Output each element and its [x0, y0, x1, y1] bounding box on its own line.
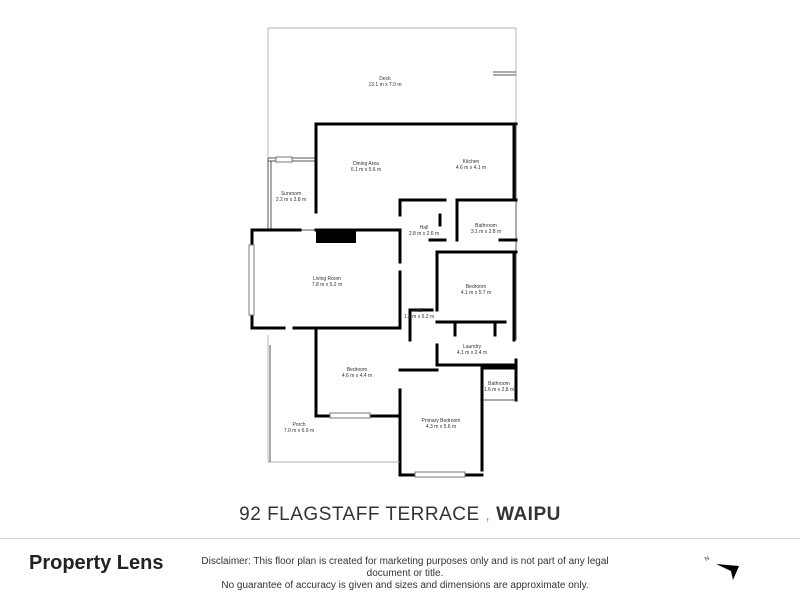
room-name-bathroom-2: Bathroom — [488, 381, 510, 387]
room-name-kitchen: Kitchen — [463, 159, 480, 165]
room-dims-laundry: 4.1 m x 2.4 m — [457, 350, 487, 356]
address-street: 92 FLAGSTAFF TERRACE — [239, 504, 480, 525]
footer-divider — [0, 538, 800, 539]
room-name-laundry: Laundry — [463, 344, 482, 350]
room-name-porch: Porch — [292, 422, 305, 428]
property-address: 92 FLAGSTAFF TERRACE, WAIPU — [0, 504, 800, 526]
disclaimer-line-1: Disclaimer: This floor plan is created f… — [201, 556, 609, 579]
house-walls — [248, 122, 518, 478]
room-dims-bathroom-2: 1.6 m x 2.8 m — [484, 387, 514, 393]
room-dims-deck: 13.1 m x 7.0 m — [368, 82, 401, 88]
disclaimer: Disclaimer: This floor plan is created f… — [180, 556, 630, 592]
room-dims-sunroom: 2.2 m x 3.8 m — [276, 197, 306, 203]
disclaimer-line-2: No guarantee of accuracy is given and si… — [221, 580, 589, 591]
room-name-living-room: Living Room — [313, 276, 341, 282]
room-dims-living-room: 7.8 m x 5.2 m — [312, 282, 342, 288]
north-label: N — [704, 556, 711, 563]
room-name-deck: Deck — [379, 76, 391, 82]
floor-plan: Deck 13.1 m x 7.0 m Dining Area 6.1 m x … — [248, 27, 518, 478]
address-town: WAIPU — [496, 504, 561, 525]
room-name-bedroom-2: Bedroom — [347, 367, 367, 373]
room-name-primary-bedroom: Primary Bedroom — [422, 418, 461, 424]
address-separator: , — [485, 507, 491, 523]
room-dims-primary-bedroom: 4.3 m x 5.6 m — [426, 424, 456, 430]
room-dims-dining-area: 6.1 m x 5.6 m — [351, 167, 381, 173]
room-name-hall-1: Hall — [420, 225, 429, 231]
room-dims-bedroom-2: 4.6 m x 4.4 m — [342, 373, 372, 379]
sunroom-walls — [267, 156, 316, 230]
room-dims-bathroom-1: 3.1 m x 2.8 m — [471, 229, 501, 235]
room-name-sunroom: Sunroom — [281, 191, 301, 197]
room-dims-porch: 7.0 m x 6.9 m — [284, 428, 314, 434]
room-name-bedroom-1: Bedroom — [466, 284, 486, 290]
room-dims-hall-1: 2.8 m x 2.6 m — [409, 231, 439, 237]
room-name-hall-2: Hall — [415, 308, 424, 314]
brand-logo: Property Lens — [29, 552, 164, 574]
room-dims-bedroom-1: 4.1 m x 5.7 m — [461, 290, 491, 296]
north-arrow-icon: N — [704, 556, 739, 580]
room-name-bathroom-1: Bathroom — [475, 223, 497, 229]
room-labels: Deck 13.1 m x 7.0 m Dining Area 6.1 m x … — [276, 76, 514, 434]
room-dims-hall-2: 1.8 m x 6.2 m — [404, 314, 434, 320]
room-name-dining-area: Dining Area — [353, 161, 379, 167]
deck-outline — [267, 27, 517, 160]
porch-outline — [267, 335, 400, 463]
room-dims-kitchen: 4.6 m x 4.1 m — [456, 165, 486, 171]
